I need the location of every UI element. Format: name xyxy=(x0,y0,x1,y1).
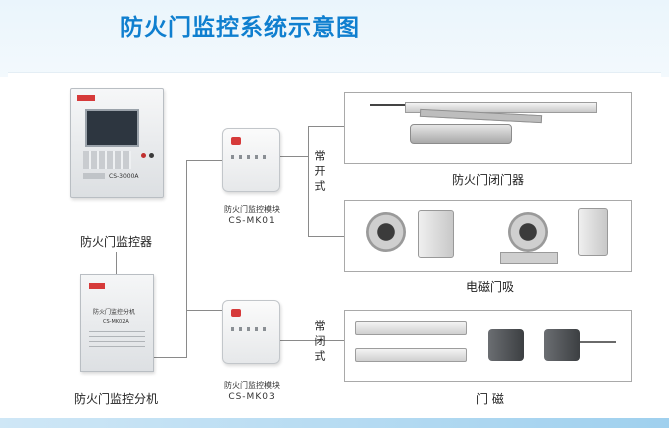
module-top-model: CS-MK01 xyxy=(228,216,276,226)
magnet-face-icon xyxy=(508,212,548,252)
branch-normally-open-label: 常开式 xyxy=(313,150,326,195)
brand-logo-icon xyxy=(231,137,241,145)
connector-subcontroller-to-trunk xyxy=(152,357,186,358)
brand-logo-icon xyxy=(77,95,95,101)
controller-keypad xyxy=(83,151,131,169)
sub-controller-label: 防火门监控分机 xyxy=(74,392,159,406)
magnet-base-icon xyxy=(500,252,558,264)
connector-module-bottom-out xyxy=(280,340,344,341)
controller-label: 防火门监控器 xyxy=(80,235,153,249)
sub-controller-model-text: CS-MK02A xyxy=(103,319,129,325)
module-bottom-label: 防火门监控模块 CS-MK03 xyxy=(222,380,282,403)
branch-normally-closed-label: 常闭式 xyxy=(313,320,326,365)
magnet-label: 电磁门吸 xyxy=(466,280,515,294)
module-top-label: 防火门监控模块 CS-MK01 xyxy=(222,204,282,227)
module-bottom-model: CS-MK03 xyxy=(228,392,276,402)
module-indicators xyxy=(231,155,271,159)
sensor-wire xyxy=(580,341,616,343)
bottom-accent-bar xyxy=(0,418,669,428)
door-closer-label: 防火门闭门器 xyxy=(452,173,525,187)
sensor-plug-icon xyxy=(488,329,524,361)
magnet-body-icon xyxy=(578,208,608,256)
door-sensor-label: 门 磁 xyxy=(476,392,504,406)
controller-model-text: CS-3000A xyxy=(109,173,139,180)
controller-screen xyxy=(85,109,139,147)
sub-controller-panel-lines xyxy=(89,331,145,347)
door-closer-body xyxy=(410,124,512,144)
connector-branch-open-vertical xyxy=(308,126,309,236)
indicator-light-icon xyxy=(141,153,146,158)
sub-controller-face-text: 防火门监控分机 xyxy=(93,309,136,316)
connector-trunk-vertical xyxy=(186,160,187,358)
connector-module-top-out xyxy=(280,156,308,157)
closer-wire xyxy=(370,104,406,106)
indicator-light-icon xyxy=(149,153,154,158)
brand-logo-icon xyxy=(89,283,105,289)
module-bottom-name: 防火门监控模块 xyxy=(224,381,280,390)
connector-controller-to-subcontroller xyxy=(116,252,117,274)
brand-logo-icon xyxy=(231,309,241,317)
page-title: 防火门监控系统示意图 xyxy=(120,15,360,41)
connector-to-magnet xyxy=(308,236,344,237)
monitor-module-bottom xyxy=(222,300,280,364)
module-indicators xyxy=(231,327,271,331)
module-top-name: 防火门监控模块 xyxy=(224,205,280,214)
sub-controller-device: 防火门监控分机 CS-MK02A xyxy=(80,274,154,372)
monitor-module-top xyxy=(222,128,280,192)
connector-trunk-to-module-top xyxy=(186,160,222,161)
sensor-bar-icon xyxy=(355,348,467,362)
sensor-plug-icon xyxy=(544,329,580,361)
printer-slot xyxy=(83,173,105,179)
connector-trunk-to-module-bottom xyxy=(186,310,222,311)
magnet-body-icon xyxy=(418,210,454,258)
controller-device: CS-3000A xyxy=(70,88,164,198)
connector-to-closer xyxy=(308,126,344,127)
sensor-bar-icon xyxy=(355,321,467,335)
magnet-face-icon xyxy=(366,212,406,252)
